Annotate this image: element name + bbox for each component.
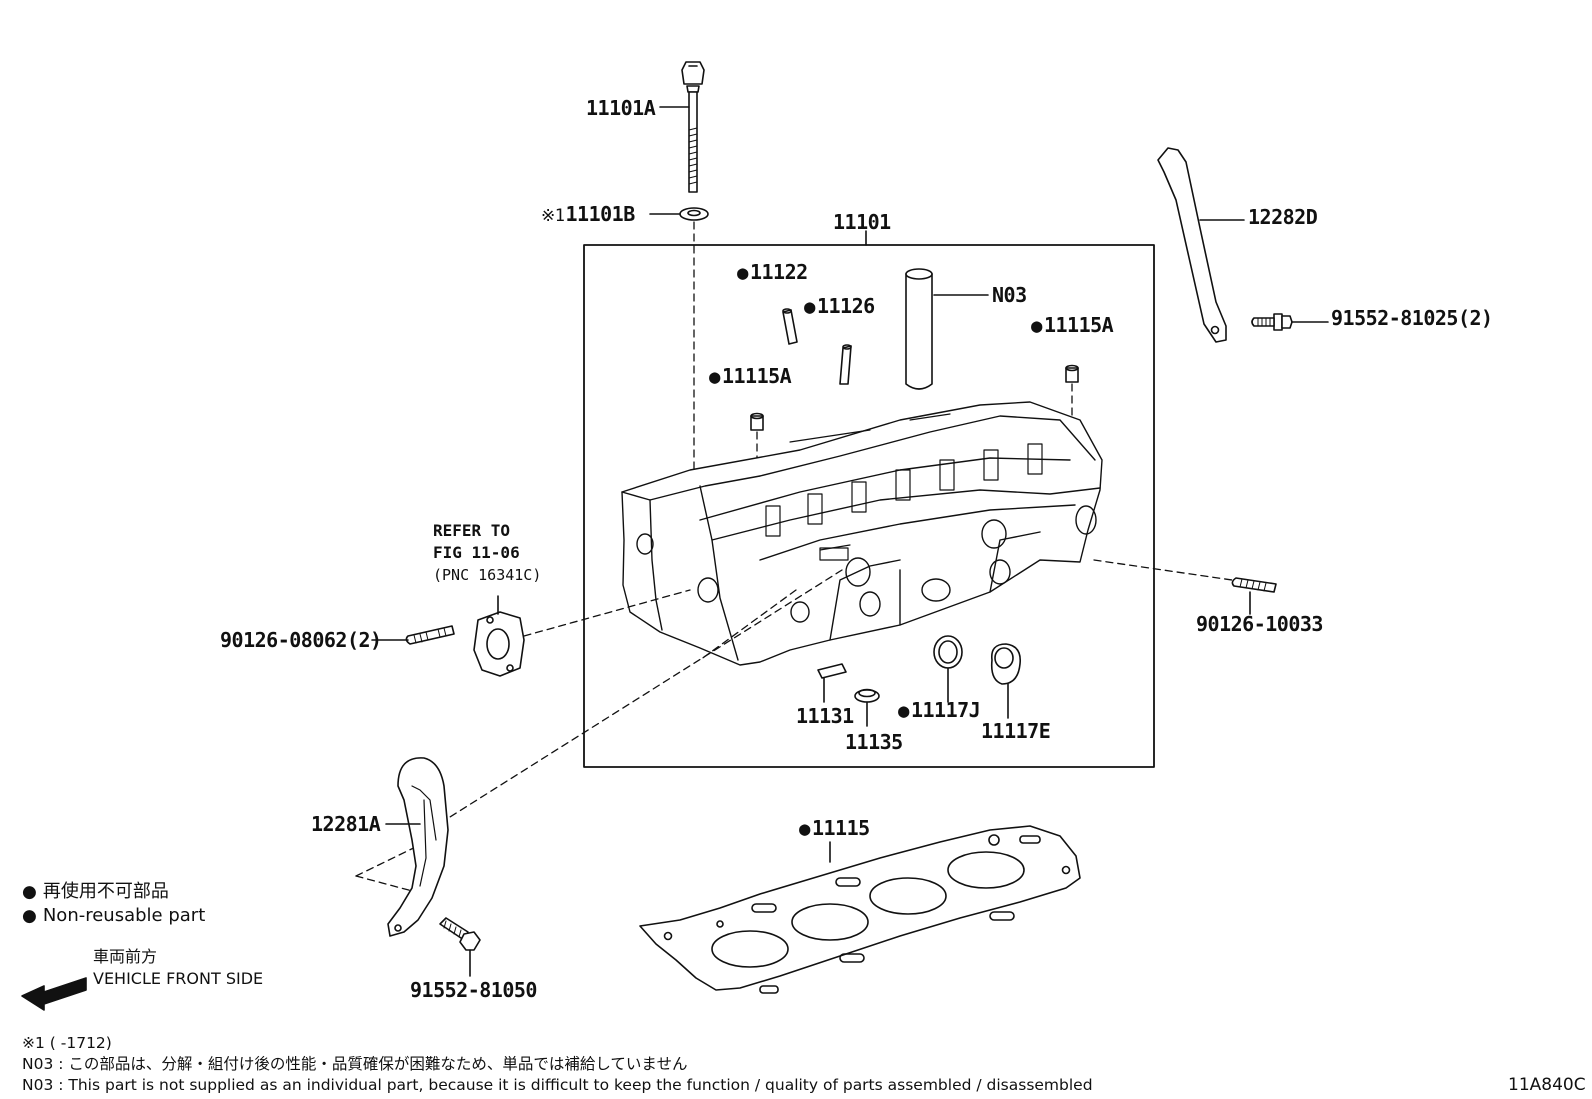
front-en: VEHICLE FRONT SIDE <box>93 969 264 988</box>
footnote-2: N03 : この部品は、分解・組付け後の性能・品質確保が困難なため、単品では補給… <box>22 1055 688 1073</box>
legend-bullet-icon-2: ● <box>22 906 37 926</box>
footnote-3: N03 : This part is not supplied as an in… <box>22 1076 1093 1094</box>
label-ring-11135: 11135 <box>845 730 903 754</box>
label-plug-11117e: 11117E <box>981 719 1051 743</box>
ring-11135-icon <box>854 688 880 703</box>
head-gasket-11115-icon <box>639 825 1081 994</box>
legend-jp: 再使用不可部品 <box>42 881 169 902</box>
label-stud-90126-08062: 90126-08062(2) <box>220 628 382 652</box>
stud-90126-10033-icon <box>1231 577 1277 593</box>
label-pin-11126: 11126 <box>804 296 875 317</box>
front-direction: 車両前方 VEHICLE FRONT SIDE <box>93 946 263 990</box>
seal-11131-icon <box>817 663 847 679</box>
label-plug-11122: 11122 <box>737 262 808 283</box>
legend-en-row: ●Non-reusable part <box>22 904 205 928</box>
legend-bullet-icon: ● <box>22 882 37 902</box>
label-bolt-91552-81025: 91552-81025(2) <box>1331 306 1493 330</box>
bracket-12282d-icon <box>1157 147 1227 343</box>
legend-jp-row: ●再使用不可部品 <box>22 880 205 904</box>
legend-en: Non-reusable part <box>42 905 206 926</box>
label-head-gasket-11115: 11115 <box>799 818 870 839</box>
refer-line-2: FIG 11-06 <box>433 543 520 562</box>
bracket-12281a-icon <box>387 757 449 937</box>
cylinder-head-icon <box>621 401 1103 666</box>
label-seal-11131: 11131 <box>796 704 854 728</box>
plug-11115a-left-icon <box>750 412 764 431</box>
label-plug-11115a-right: 11115A <box>1031 315 1114 336</box>
label-bracket-12281a: 12281A <box>311 812 381 836</box>
label-stud-90126-10033: 90126-10033 <box>1196 612 1323 636</box>
pin-11126-icon <box>839 344 852 385</box>
bolt-91552-81050-icon <box>439 917 481 951</box>
label-cylinder-head: 11101 <box>833 210 891 234</box>
plug-11122-icon <box>782 308 798 345</box>
refer-note: REFER TO FIG 11-06 (PNC 16341C) <box>433 520 541 586</box>
gasket-11117j-icon <box>933 635 963 669</box>
flange-gasket-icon <box>473 611 525 677</box>
cylinder-head-frame <box>583 244 1155 768</box>
stud-90126-08062-icon <box>405 625 455 645</box>
label-part-n03: N03 <box>992 283 1027 307</box>
label-bolt-washer: ※111101B <box>541 204 635 225</box>
legend: ●再使用不可部品 ●Non-reusable part <box>22 880 205 928</box>
plug-11115a-right-icon <box>1065 364 1079 383</box>
front-arrow-icon <box>21 977 87 1011</box>
label-bracket-12282d: 12282D <box>1248 205 1318 229</box>
refer-line-3: (PNC 16341C) <box>433 566 542 584</box>
front-jp: 車両前方 <box>93 947 158 966</box>
label-bolt-91552-81050: 91552-81050 <box>410 978 537 1002</box>
washer-marker: ※1 <box>541 206 565 226</box>
label-head-bolt: 11101A <box>586 96 656 120</box>
plug-11117e-icon <box>990 643 1022 685</box>
bolt-washer-icon <box>679 207 709 221</box>
bolt-91552-81025-icon <box>1251 313 1293 331</box>
label-bolt-washer-text: 11101B <box>565 202 635 226</box>
part-n03-icon <box>905 268 933 390</box>
head-bolt-icon <box>681 61 705 193</box>
label-gasket-11117j: 11117J <box>898 700 981 721</box>
footnote-1: ※1 ( -1712) <box>22 1034 112 1052</box>
illustration-code: 11A840C <box>1508 1075 1586 1095</box>
refer-line-1: REFER TO <box>433 521 511 540</box>
label-plug-11115a-left: 11115A <box>709 366 792 387</box>
